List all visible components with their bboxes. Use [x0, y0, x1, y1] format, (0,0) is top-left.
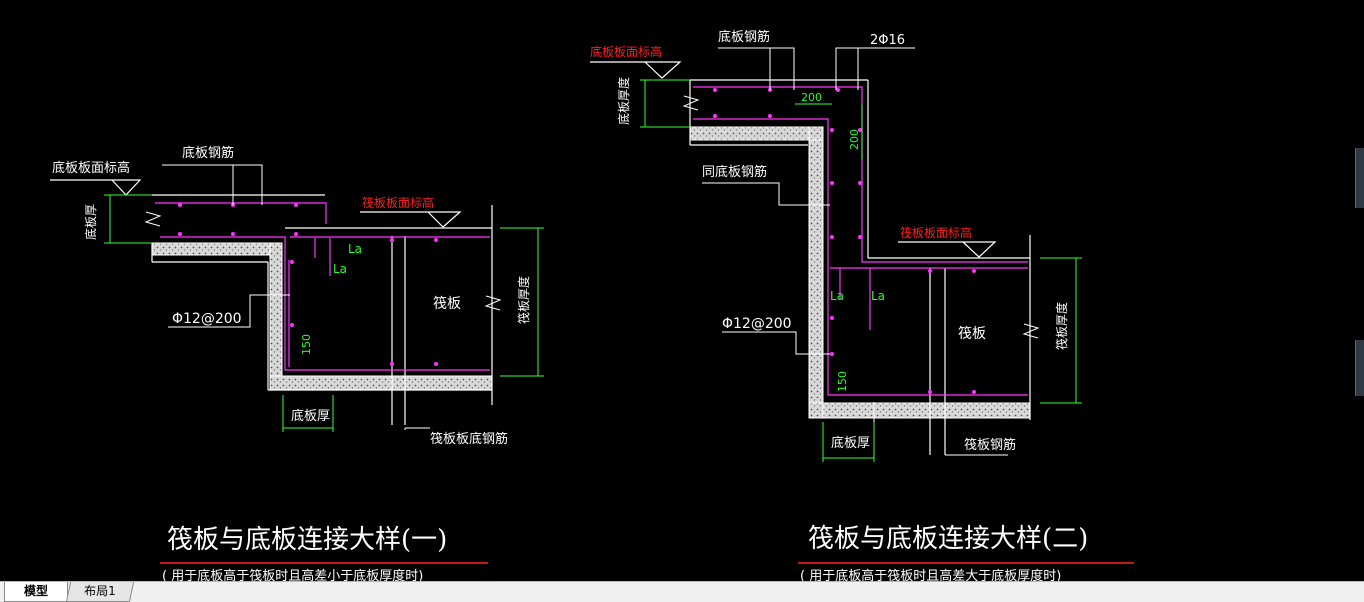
- tab-layout-1-label: 布局1: [84, 584, 116, 598]
- cad-drawing[interactable]: 底板板面标高 底板钢筋 筏板板面标高 底板厚 La La Φ12@200 筏板 …: [0, 0, 1364, 581]
- detail-one-raft-bottom-rebar: 筏板板底钢筋: [430, 431, 508, 447]
- detail-two-base-thickness-bottom: 底板厚: [831, 435, 870, 451]
- detail-one: 底板板面标高 底板钢筋 筏板板面标高 底板厚 La La Φ12@200 筏板 …: [50, 145, 544, 581]
- right-edge-scroll-handle-bottom[interactable]: [1355, 340, 1364, 396]
- detail-one-outline: [151, 194, 493, 425]
- detail-two-dimensions: [640, 79, 1082, 462]
- detail-one-la-2: La: [333, 262, 347, 276]
- detail-two-bar-2phi16: 2Φ16: [870, 33, 905, 48]
- detail-two-la-2: La: [871, 289, 885, 303]
- detail-two-base-rebar-bottom: 筏板钢筋: [964, 437, 1016, 453]
- detail-one-base-thickness-bottom: 底板厚: [291, 408, 330, 424]
- tab-layout-1[interactable]: 布局1: [65, 582, 135, 602]
- detail-two-rebar-dots: [713, 88, 976, 394]
- detail-one-base-thickness-vertical: 底板厚: [83, 204, 98, 240]
- detail-two-break-marks: [682, 95, 1040, 339]
- detail-one-raft: 筏板: [433, 295, 461, 312]
- detail-two-raft-thickness: 筏板厚度: [1054, 302, 1069, 350]
- detail-one-base-rebar: 底板钢筋: [182, 145, 234, 161]
- detail-one-subtitle: ( 用于底板高于筏板时且高差小于底板厚度时): [162, 568, 423, 581]
- detail-two-stirrup: Φ12@200: [722, 316, 792, 332]
- tab-model[interactable]: 模型: [4, 582, 68, 602]
- detail-two-title: 筏板与底板连接大样(二): [808, 524, 1088, 554]
- detail-one-title: 筏板与底板连接大样(一): [167, 525, 447, 555]
- detail-two-raft-surface-elevation: 筏板板面标高: [900, 225, 972, 240]
- detail-two-same-base-rebar: 同底板钢筋: [702, 164, 767, 180]
- detail-two-raft: 筏板: [958, 325, 986, 342]
- detail-one-break-marks: [144, 211, 502, 311]
- detail-two-base-surface-elevation: 底板板面标高: [590, 44, 662, 59]
- detail-two-outline: [689, 79, 1031, 455]
- layout-tab-bar: 模型 布局1: [0, 581, 1364, 602]
- detail-one-stirrup: Φ12@200: [172, 311, 242, 327]
- cad-model-space[interactable]: 底板板面标高 底板钢筋 筏板板面标高 底板厚 La La Φ12@200 筏板 …: [0, 0, 1364, 581]
- detail-two-la-1: La: [830, 289, 844, 303]
- detail-two-leaders: [702, 47, 1008, 460]
- detail-two-elevation-markers: [590, 61, 997, 258]
- detail-two-rebar: [693, 86, 1028, 396]
- detail-one-la-1: La: [348, 242, 362, 256]
- detail-one-dimensions: [104, 194, 544, 432]
- detail-two-dim-200-a: 200: [801, 91, 822, 104]
- detail-two-dim-150: 150: [836, 371, 849, 392]
- detail-two-subtitle: ( 用于底板高于筏板时且高差大于底板厚度时): [800, 568, 1061, 581]
- detail-one-rebar-dots: [178, 203, 438, 366]
- detail-two-dim-200-b: 200: [848, 129, 861, 150]
- detail-one-base-surface-elevation: 底板板面标高: [52, 160, 130, 176]
- detail-two-base-thickness-vertical: 底板厚度: [616, 77, 631, 125]
- detail-one-raft-thickness: 筏板厚度: [516, 276, 531, 324]
- detail-two-base-rebar: 底板钢筋: [718, 29, 770, 45]
- detail-two: 底板板面标高 底板钢筋 2Φ16 底板厚度 200 200 同底板钢筋 筏板板面…: [590, 29, 1134, 581]
- right-edge-scroll-handle-top[interactable]: [1355, 148, 1364, 208]
- detail-one-dim-150: 150: [300, 334, 313, 355]
- detail-one-leaders: [162, 164, 430, 430]
- detail-one-rebar: [155, 202, 490, 371]
- detail-one-raft-surface-elevation: 筏板板面标高: [362, 195, 434, 210]
- detail-one-elevation-markers: [50, 179, 462, 228]
